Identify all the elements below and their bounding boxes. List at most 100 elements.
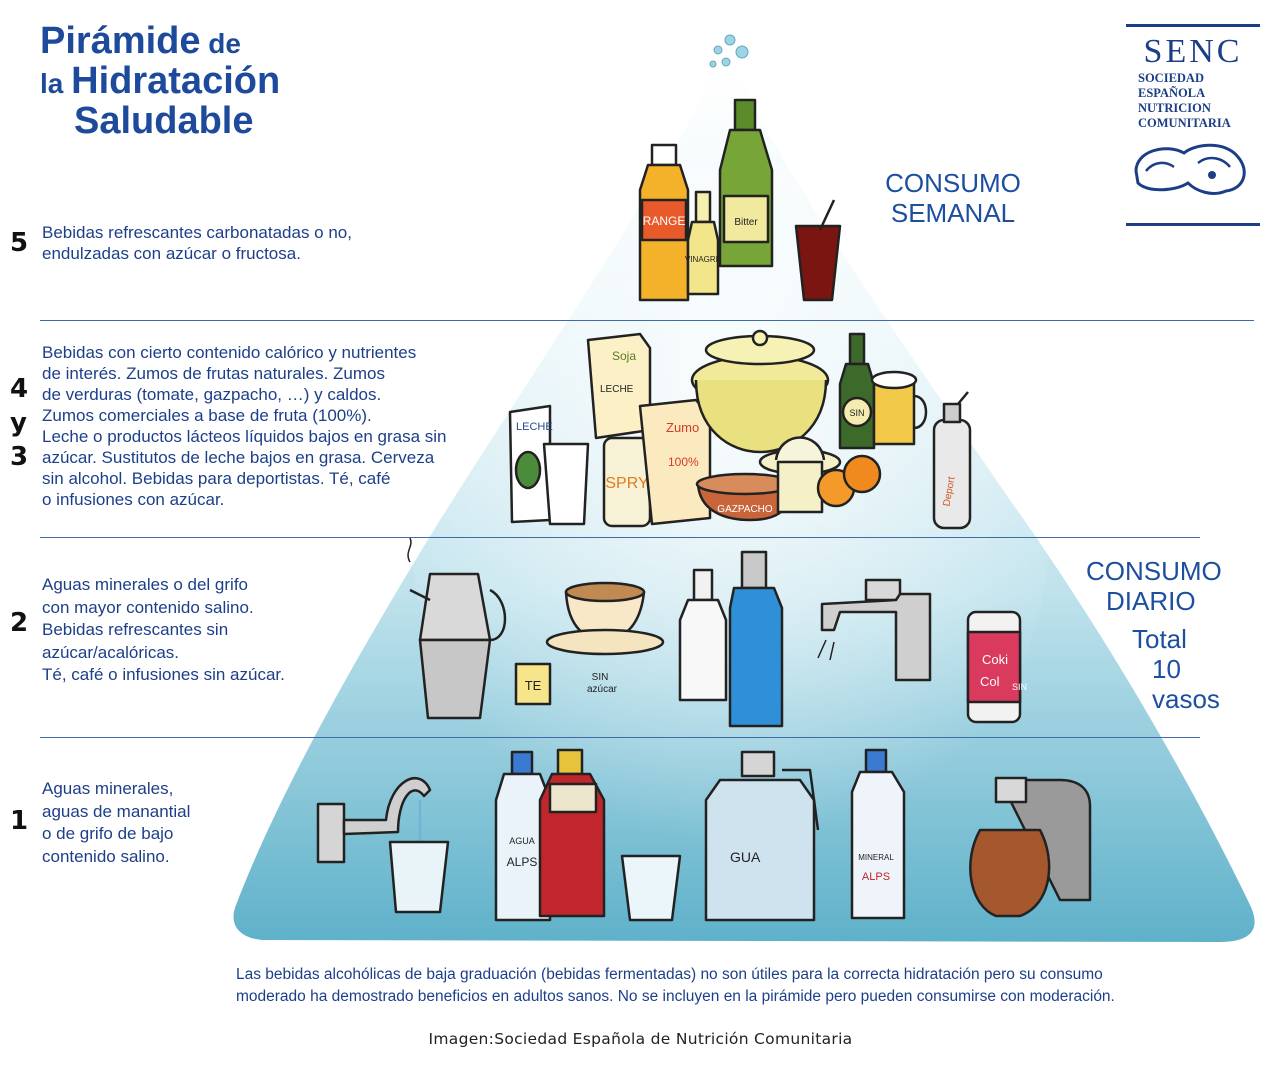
oranges-icon xyxy=(816,454,882,508)
level-43-line: Zumos comerciales a base de fruta (100%)… xyxy=(42,406,372,425)
sin-azucar-label-1: SIN xyxy=(592,672,609,683)
footnote-line: moderado ha demostrado beneficios en adu… xyxy=(236,988,1115,1005)
level-43-line: de verduras (tomate, gazpacho, …) y cald… xyxy=(42,385,382,404)
range-bottle-icon: RANGE xyxy=(638,143,690,302)
water-jug-icon: GUA xyxy=(704,750,820,922)
level-5-number: 5 xyxy=(10,228,29,258)
image-credit: Imagen:Sociedad Española de Nutrición Co… xyxy=(428,1030,853,1048)
divider-level-2 xyxy=(40,737,1200,738)
level-43-line: azúcar. Sustitutos de leche bajos en gra… xyxy=(42,448,435,467)
footnote-line: Las bebidas alcohólicas de baja graduaci… xyxy=(236,966,1103,983)
level-2-line: Té, café o infusiones sin azúcar. xyxy=(42,665,285,684)
level-1-description: Aguas minerales, aguas de manantial o de… xyxy=(42,778,190,868)
juicer-icon xyxy=(758,436,842,514)
level-43-line: sin alcohol. Bebidas para deportistas. T… xyxy=(42,469,391,488)
zumo-label: Zumo xyxy=(666,420,699,435)
senc-emblem-icon xyxy=(1134,143,1246,195)
level-2-line: con mayor contenido salino. xyxy=(42,597,254,617)
vinagre-label: VINAGRE xyxy=(685,255,721,264)
water-drops xyxy=(709,34,749,68)
gazpacho-label: GAZPACHO xyxy=(717,504,773,515)
page-title: Pirámide de la Hidratación Saludable xyxy=(40,22,280,140)
alps-label: ALPS xyxy=(507,855,538,869)
coffee-pot-icon xyxy=(407,537,507,720)
coki-cola-can-icon: Coki Col SIN xyxy=(966,610,1027,724)
senc-line-3: NUTRICION xyxy=(1138,101,1211,115)
level-1-line: aguas de manantial xyxy=(42,801,191,821)
senc-line-2: ESPAÑOLA xyxy=(1138,86,1206,100)
level-2-line: Aguas minerales o del grifo xyxy=(42,575,249,594)
consumo-diario-line1: CONSUMO xyxy=(1086,556,1222,586)
consumo-diario-label: CONSUMO DIARIO Total 10 vasos xyxy=(1086,556,1256,714)
leche-carton-icon: LECHE xyxy=(508,404,553,524)
water-glass-1-icon xyxy=(388,840,450,914)
level-1-line: o de grifo de bajo xyxy=(42,824,174,843)
zumo100-label: 100% xyxy=(668,455,699,469)
vinagre-bottle-icon: VINAGRE xyxy=(685,190,721,296)
level-2-number: 2 xyxy=(10,608,29,638)
water-bottle-clear-icon xyxy=(678,568,728,702)
level-5-description: Bebidas refrescantes carbonatadas o no, … xyxy=(42,222,352,264)
deport-label: Deport xyxy=(942,476,958,508)
title-word-la: la xyxy=(40,68,72,99)
alps2-label: ALPS xyxy=(862,871,890,883)
level-5-line: endulzadas con azúcar o fructosa. xyxy=(42,244,301,263)
red-bottle-icon xyxy=(538,748,606,918)
level-43-line: Leche o productos lácteos líquidos bajos… xyxy=(42,427,447,446)
level-1-number: 1 xyxy=(10,806,29,836)
level-43-line: o infusiones con azúcar. xyxy=(42,490,225,509)
level-2-line: Bebidas refrescantes sin xyxy=(42,620,229,639)
level-5-line: Bebidas refrescantes carbonatadas o no, xyxy=(42,223,352,242)
divider-level-43 xyxy=(40,537,1200,538)
level-43-line: de interés. Zumos de frutas naturales. Z… xyxy=(42,364,385,383)
zumo-carton-icon: Zumo 100% xyxy=(638,398,712,526)
sin-bottle-icon: SIN xyxy=(838,332,876,450)
soup-tureen-icon xyxy=(690,329,830,454)
soja-label: Soja xyxy=(612,349,636,363)
tea-bag-icon: TE SIN azúcar xyxy=(514,662,618,706)
spry-can-icon: SPRY xyxy=(602,436,652,528)
coki-label: Coki xyxy=(982,652,1008,667)
level-y-connector: y xyxy=(10,408,27,438)
fountain-jug-icon xyxy=(969,776,1092,918)
consumo-semanal-label: CONSUMO SEMANAL xyxy=(878,168,1028,228)
title-word-hidratacion: Hidratación xyxy=(71,60,281,102)
mineral-alps-bottle-icon: MINERAL ALPS xyxy=(850,748,906,920)
range-label: RANGE xyxy=(643,214,686,228)
sin-azucar-label-2: azúcar xyxy=(587,684,618,695)
sin-bottle-label: SIN xyxy=(849,408,864,418)
level-4-number: 4 xyxy=(10,374,29,404)
level-43-description: Bebidas con cierto contenido calórico y … xyxy=(42,342,446,510)
bitter-label: Bitter xyxy=(734,217,758,228)
mineral-label: MINERAL xyxy=(858,853,894,862)
consumo-semanal-line2: SEMANAL xyxy=(890,198,1016,228)
soja-carton-icon: Soja LECHE xyxy=(586,332,652,440)
consumo-diario-total: Total xyxy=(1132,624,1187,654)
title-word-de: de xyxy=(200,28,241,59)
level-43-number: 4 y 3 xyxy=(10,372,28,474)
senc-acronym: SENC xyxy=(1143,33,1243,70)
te-label: TE xyxy=(525,678,542,693)
title-word-saludable: Saludable xyxy=(74,100,254,142)
level-1-line: contenido salino. xyxy=(42,846,170,866)
col-label: Col xyxy=(980,674,1000,689)
kitchen-faucet-icon xyxy=(316,777,432,864)
spry-label: SPRY xyxy=(605,475,649,492)
milk-glass-icon xyxy=(542,442,590,526)
tea-cup-icon xyxy=(545,581,665,656)
senc-line-1: SOCIEDAD xyxy=(1138,71,1204,85)
sin-can-label: SIN xyxy=(1012,682,1027,692)
level-2-line: azúcar/acalóricas. xyxy=(42,642,180,662)
agua-label: AGUA xyxy=(509,836,535,846)
gua-label: GUA xyxy=(730,849,761,865)
beer-mug-icon xyxy=(870,370,928,446)
senc-line-4: COMUNITARIA xyxy=(1138,116,1231,130)
water-tap-icon xyxy=(817,578,932,682)
title-word-piramide: Pirámide xyxy=(40,20,201,62)
consumo-diario-line2: DIARIO xyxy=(1106,586,1196,616)
soda-siphon-icon xyxy=(728,550,784,728)
leche-carton-label: LECHE xyxy=(516,421,553,433)
sports-bottle-icon: Deport xyxy=(932,391,972,530)
level-3-number: 3 xyxy=(10,442,29,472)
